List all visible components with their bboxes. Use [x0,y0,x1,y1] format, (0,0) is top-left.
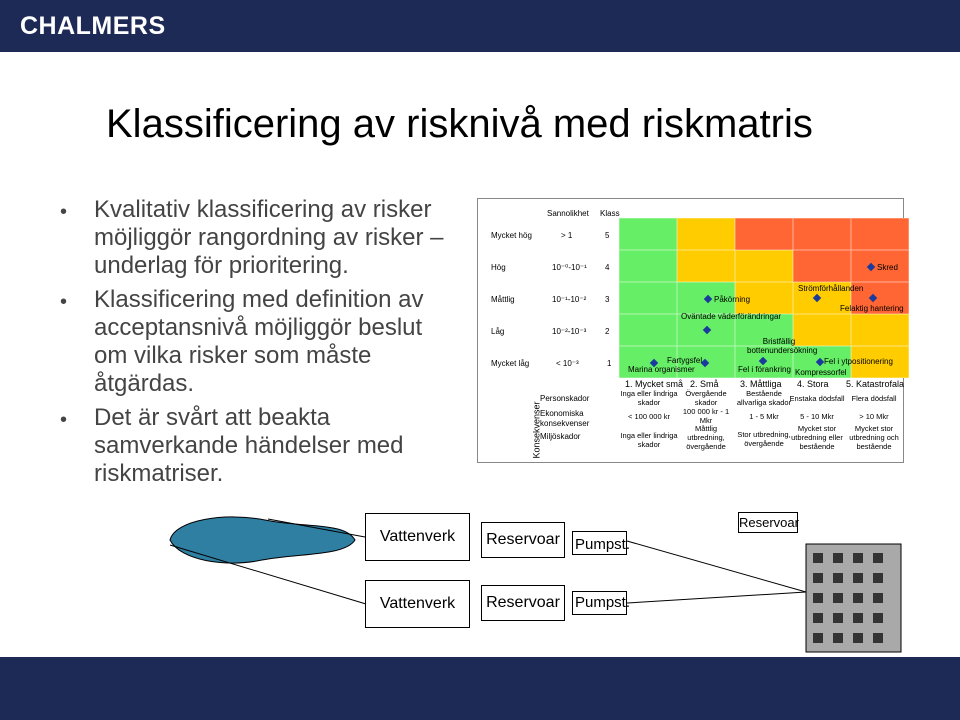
consequence-cell: Enstaka dödsfall [789,394,845,403]
consequence-type: Personskador [540,394,590,403]
bullet-list: •Kvalitativ klassificering av risker möj… [58,196,453,488]
column-header: 3. Måttliga [740,379,782,389]
header-probability: Sannolikhet [547,209,589,218]
column-header: 2. Små [690,379,719,389]
risk-cell [793,250,851,282]
risk-label: Fel i förankring [738,365,791,374]
row-name: Måttlig [491,295,515,304]
risk-label: Påkörning [714,295,751,304]
box-reservoar-right: Reservoar [738,512,799,533]
risk-cell [677,218,735,250]
box-vattenverk: Vattenverk [365,580,470,628]
pipe-line [626,591,807,604]
row-class: 4 [605,263,610,272]
row-prob: 10⁻⁰-10⁻¹ [552,263,587,272]
risk-cell [619,282,677,314]
bullet-icon: • [60,291,68,313]
risk-label: Oväntade väderförändringar [681,312,782,321]
row-name: Mycket låg [491,359,530,368]
bullet-item: •Kvalitativ klassificering av risker möj… [60,196,444,279]
risk-label: Marina organismer [628,365,695,374]
column-header: 1. Mycket små [625,379,684,389]
risk-label: Fel i ytpositionering [824,357,893,366]
risk-cell [851,282,909,314]
row-name: Hög [491,263,506,272]
risk-cell [619,250,677,282]
consequence-cell: 5 - 10 Mkr [800,412,834,421]
risk-label: Bristfällig bottenundersökning [747,337,818,355]
building-icon [805,543,902,653]
risk-cell [619,346,677,378]
consequence-cell: 100 000 kr - 1 Mkr [682,407,730,425]
box-reservoar: Reservoar [481,585,565,621]
slide-title: Klassificering av risknivå med riskmatri… [106,102,813,146]
consequence-type: Miljöskador [540,432,581,441]
bullet-icon: • [60,409,68,431]
risk-label: Fartygsfel [667,356,703,365]
pipe-line [169,544,367,605]
consequence-cell: Mycket stor utbredning och bestående [849,424,899,451]
consequence-cell: Bestående allvarliga skador [736,389,792,407]
header-bar: CHALMERS [0,0,960,52]
risk-cell [851,218,909,250]
risk-cell [735,314,793,346]
consequence-cell: Inga eller lindriga skador [620,431,678,449]
risk-cell [851,346,909,378]
row-name: Låg [491,327,505,336]
consequence-cell: Måttlig utbredning, övergående [686,424,726,451]
risk-cell [735,282,793,314]
footer-bar [0,657,960,720]
consequence-cell: Mycket stor utbredning eller bestående [791,424,843,451]
row-prob: < 10⁻³ [556,359,579,368]
pipe-line [626,540,807,593]
risk-label: Strömförhållanden [798,284,864,293]
bullet-item: •Det är svårt att beakta samverkande hän… [60,404,404,487]
row-prob: 10⁻¹-10⁻² [552,295,587,304]
lake-shape [169,516,356,564]
chalmers-logo: CHALMERS [20,12,166,40]
consequence-cell: 1 - 5 Mkr [749,412,779,421]
row-class: 2 [605,327,610,336]
risk-cell [619,314,677,346]
pipe-line [267,518,366,538]
box-reservoar: Reservoar [481,522,565,558]
consequence-cell: Flera dödsfall [851,394,897,403]
box-pumpst: Pumpst. [572,531,630,555]
risk-label: Felaktig hantering [840,304,904,313]
consequence-type: Ekonomiska konsekvenser [540,409,590,428]
risk-cell [793,282,851,314]
consequence-cell: Stor utbredning, övergående [737,430,791,448]
risk-cell [735,218,793,250]
box-pumpst: Pumpst. [572,591,630,615]
column-header: 5. Katastrofala [846,379,905,389]
row-class: 5 [605,231,610,240]
consequence-cell: Övergående skador [685,389,727,407]
column-header: 4. Stora [797,379,829,389]
risk-cell [851,314,909,346]
risk-cell [793,218,851,250]
consequence-cell: < 100 000 kr [628,412,670,421]
risk-cell [735,250,793,282]
bullet-item: •Klassificering med definition av accept… [60,286,424,397]
risk-matrix: Sannolikhet Klass Mycket hög > 1 5 Hög 1… [477,198,909,463]
row-name: Mycket hög [491,231,532,240]
risk-cell [677,250,735,282]
risk-label: Kompressorfel [795,368,847,377]
header-class: Klass [600,209,620,218]
consequence-cell: > 10 Mkr [859,412,889,421]
risk-cell [851,250,909,282]
risk-cell [619,218,677,250]
row-class: 3 [605,295,610,304]
row-prob: 10⁻²-10⁻³ [552,327,587,336]
bullet-icon: • [60,201,68,223]
risk-label: Skred [877,263,898,272]
risk-cell [793,314,851,346]
row-prob: > 1 [561,231,573,240]
row-class: 1 [607,359,612,368]
consequence-cell: Inga eller lindriga skador [620,389,678,407]
box-vattenverk: Vattenverk [365,513,470,561]
